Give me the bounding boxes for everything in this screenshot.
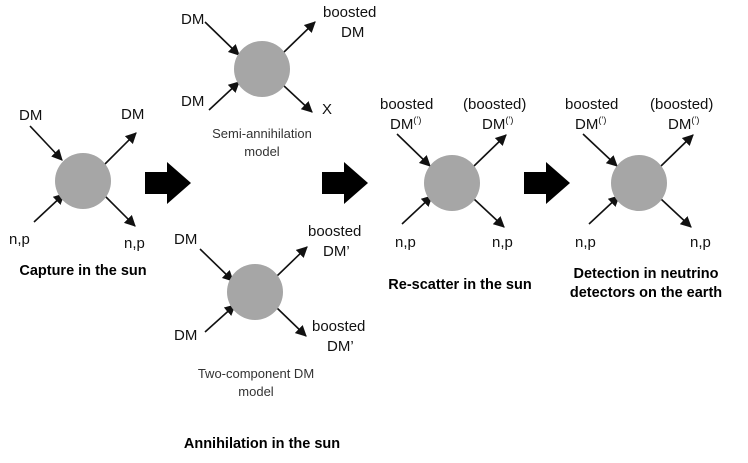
step-arrow-annihilation-to-rescatter xyxy=(322,162,368,204)
rescatter-vertex xyxy=(396,133,507,228)
semi-interaction-blob xyxy=(234,41,290,97)
rescatter-np-in-line xyxy=(401,195,433,225)
semi-dm-in-top-line xyxy=(204,21,240,56)
detection-title-line2: detectors on the earth xyxy=(569,285,723,301)
two-dm-in-bottom-line xyxy=(204,304,236,333)
detection-out-label-line1: (boosted) xyxy=(650,96,714,113)
two-boosted-bottom-line2: DM’ xyxy=(327,338,354,355)
detection-in-label-line2: DM(’) xyxy=(575,115,607,133)
semi-boosted-out-line xyxy=(282,21,316,54)
semi-boosted-label-line2: DM xyxy=(341,24,365,41)
capture-interaction-blob xyxy=(55,153,111,209)
two-boosted-top-line2: DM’ xyxy=(323,243,350,260)
rescatter-in-label-line1: boosted xyxy=(380,96,434,113)
capture-np-out-label: n,p xyxy=(124,235,145,252)
detection-in-label-line1: boosted xyxy=(565,96,619,113)
detection-np-out-line xyxy=(660,198,692,228)
two-dm-in-top-line xyxy=(199,248,234,282)
semi-x-out-line xyxy=(282,84,313,113)
rescatter-np-out-line xyxy=(473,198,505,228)
rescatter-boosted-out-line xyxy=(473,134,507,167)
rescatter-in-label-line2: DM(’) xyxy=(390,115,422,133)
two-boosted-out-bottom-line xyxy=(276,307,307,337)
two-component-interaction-blob xyxy=(227,264,283,320)
two-caption-line1: Two-component DM xyxy=(197,366,315,381)
capture-np-in-label: n,p xyxy=(9,231,30,248)
semi-vertex xyxy=(204,21,316,113)
two-dm-in-bottom-label: DM xyxy=(174,327,198,344)
semi-x-label: X xyxy=(322,101,333,118)
rescatter-in-prime: (’) xyxy=(413,115,422,125)
rescatter-np-out-label: n,p xyxy=(492,234,513,251)
rescatter-out-prime: (’) xyxy=(505,115,514,125)
semi-dm-in-bottom-line xyxy=(208,81,240,111)
semi-caption-line2: model xyxy=(244,144,280,159)
rescatter-title: Re-scatter in the sun xyxy=(388,277,532,293)
rescatter-np-in-label: n,p xyxy=(395,234,416,251)
rescatter-out-label-line1: (boosted) xyxy=(463,96,527,113)
annihilation-title: Annihilation in the sun xyxy=(183,436,341,452)
semi-caption-line1: Semi-annihilation xyxy=(212,126,312,141)
rescatter-out-label-line2: DM(’) xyxy=(482,115,514,133)
two-caption-line2: model xyxy=(238,384,274,399)
semi-dm-in-top-label: DM xyxy=(181,11,205,28)
capture-dm-out-label: DM xyxy=(121,106,145,123)
rescatter-interaction-blob xyxy=(424,155,480,211)
two-boosted-out-top-line xyxy=(276,246,308,277)
detection-out-prime: (’) xyxy=(691,115,700,125)
capture-vertex xyxy=(29,125,137,227)
rescatter-boosted-in-line xyxy=(396,133,431,167)
semi-boosted-label-line1: boosted xyxy=(323,4,377,21)
detection-title-line1: Detection in neutrino xyxy=(573,266,719,282)
detection-interaction-blob xyxy=(611,155,667,211)
detection-np-in-label: n,p xyxy=(575,234,596,251)
capture-dm-in-label: DM xyxy=(19,107,43,124)
capture-np-in-line xyxy=(33,193,65,223)
two-boosted-top-line1: boosted xyxy=(308,223,362,240)
detection-boosted-out-line xyxy=(660,134,694,167)
capture-title: Capture in the sun xyxy=(19,263,147,279)
detection-out-label-line2: DM(’) xyxy=(668,115,700,133)
detection-boosted-in-line xyxy=(582,133,618,167)
detection-np-in-line xyxy=(588,195,620,225)
capture-dm-in-line xyxy=(29,125,63,161)
step-arrow-capture-to-annihilation xyxy=(145,162,191,204)
semi-dm-in-bottom-label: DM xyxy=(181,93,205,110)
capture-np-out-line xyxy=(104,195,136,227)
two-boosted-bottom-line1: boosted xyxy=(312,318,366,335)
detection-np-out-label: n,p xyxy=(690,234,711,251)
detection-vertex xyxy=(582,133,694,228)
detection-in-prime: (’) xyxy=(598,115,607,125)
two-component-vertex xyxy=(199,246,308,337)
step-arrow-rescatter-to-detection xyxy=(524,162,570,204)
capture-dm-out-line xyxy=(104,132,137,165)
two-dm-in-top-label: DM xyxy=(174,231,198,248)
